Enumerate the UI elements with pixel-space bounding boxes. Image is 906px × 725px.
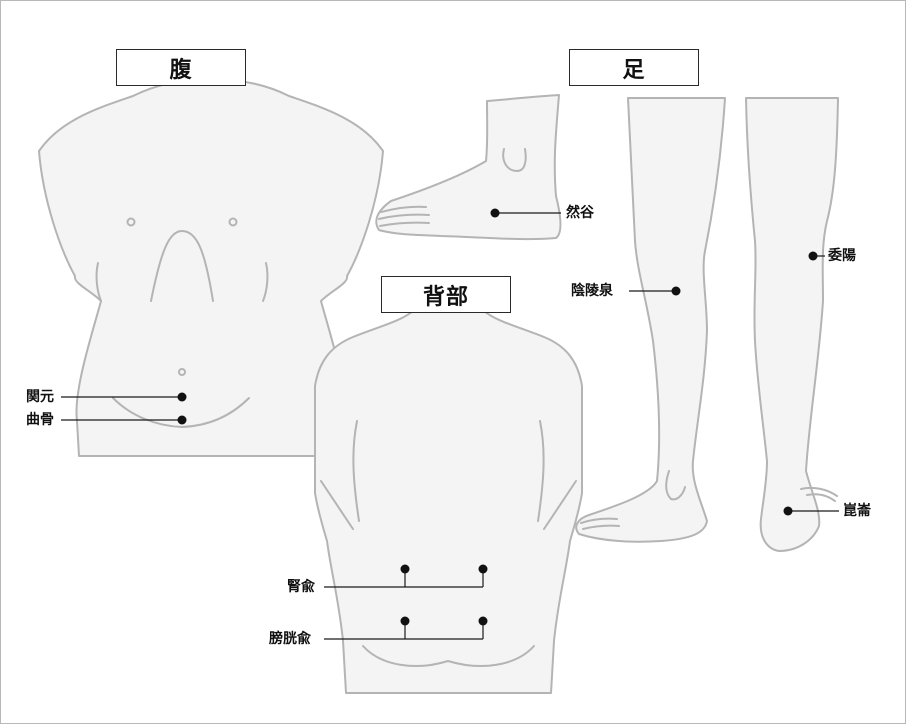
label-kyokotsu: 曲骨 [26,411,54,429]
nenkoku-point-marker [491,209,500,218]
front-leg-figure [576,98,725,542]
label-iyo: 委陽 [828,247,856,265]
konron-point-marker [784,507,793,516]
label-inryosen: 陰陵泉 [571,282,613,300]
bokoyu-right-marker [479,617,488,626]
section-title-back: 背部 [381,276,511,313]
kangen-point-marker [178,393,187,402]
section-title-abdomen: 腹 [116,49,246,86]
iyo-point-marker [809,252,818,261]
label-konron: 崑崙 [843,502,871,520]
back-torso-figure [315,311,582,693]
label-kangen: 関元 [26,388,54,406]
jinyu-right-marker [479,565,488,574]
section-title-foot: 足 [569,49,699,86]
bokoyu-left-marker [401,617,410,626]
label-jinyu: 腎兪 [287,578,315,596]
jinyu-left-marker [401,565,410,574]
back-leg-figure [746,98,838,551]
kyokotsu-point-marker [178,416,187,425]
label-bokoyu: 膀胱兪 [269,630,311,648]
medial-foot-figure [376,95,560,239]
label-nenkoku: 然谷 [566,204,594,222]
inryosen-point-marker [672,287,681,296]
